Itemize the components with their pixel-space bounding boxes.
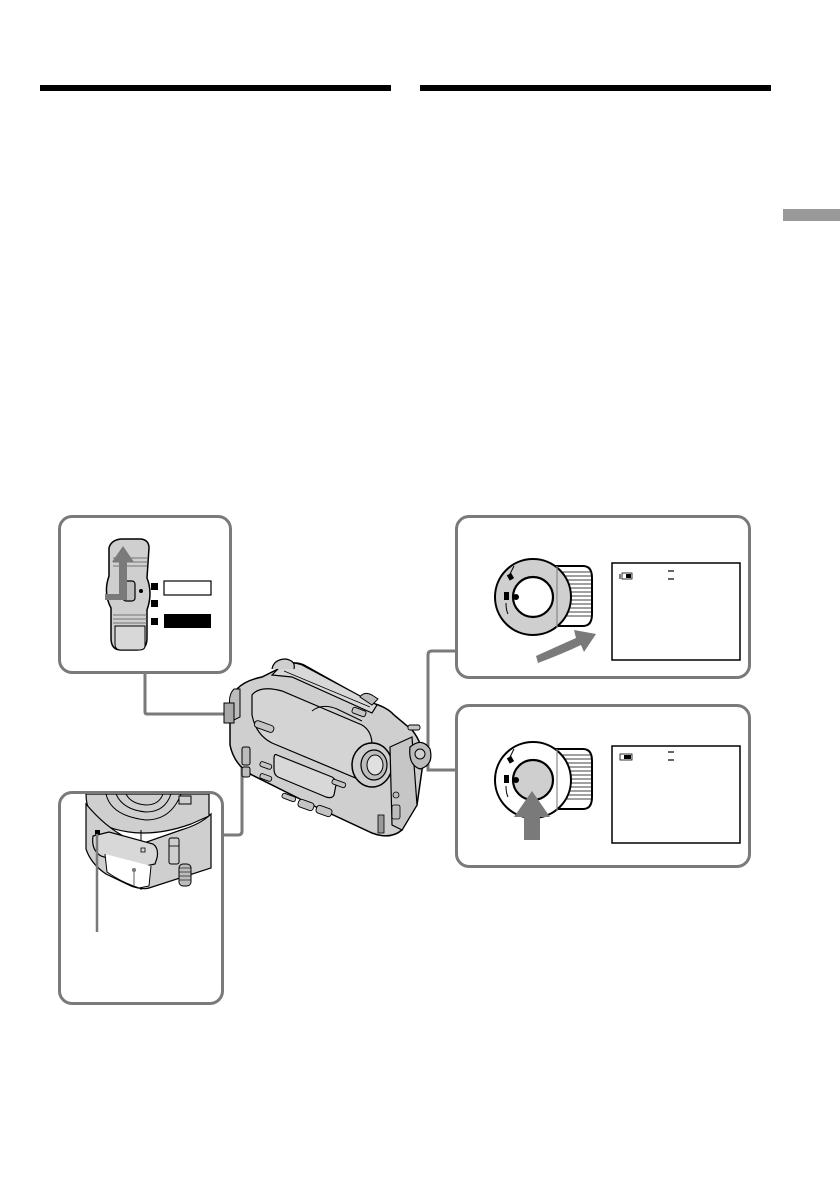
- battery-compartment-panel: Battery compartment detail: [58, 791, 224, 1005]
- power-switch-illustration: [105, 538, 212, 651]
- lcd-screen: [611, 562, 741, 661]
- right-column-heading-rule: [420, 85, 771, 91]
- power-switch-panel: POWER switch illustration: [58, 515, 232, 674]
- dial-press-illustration: [494, 741, 741, 844]
- battery-full-icon: [619, 753, 633, 761]
- label-box-outline: [163, 580, 212, 596]
- battery-compartment-illustration: [85, 794, 212, 932]
- position-marker-1: [151, 583, 158, 590]
- battery-partial-icon: [619, 572, 633, 580]
- dial-press-panel: Dial pressed: [455, 704, 751, 868]
- position-marker-2: [151, 600, 158, 607]
- left-column-heading-rule: [40, 85, 391, 91]
- dial-turn-panel: Dial turned: [455, 515, 751, 679]
- dial-turn-illustration: [494, 558, 741, 663]
- label-box-filled: [164, 614, 211, 628]
- lcd-screen: [611, 745, 741, 844]
- section-index-tab: [783, 209, 840, 221]
- position-marker-3: [151, 618, 158, 625]
- camcorder-illustration: [223, 658, 432, 837]
